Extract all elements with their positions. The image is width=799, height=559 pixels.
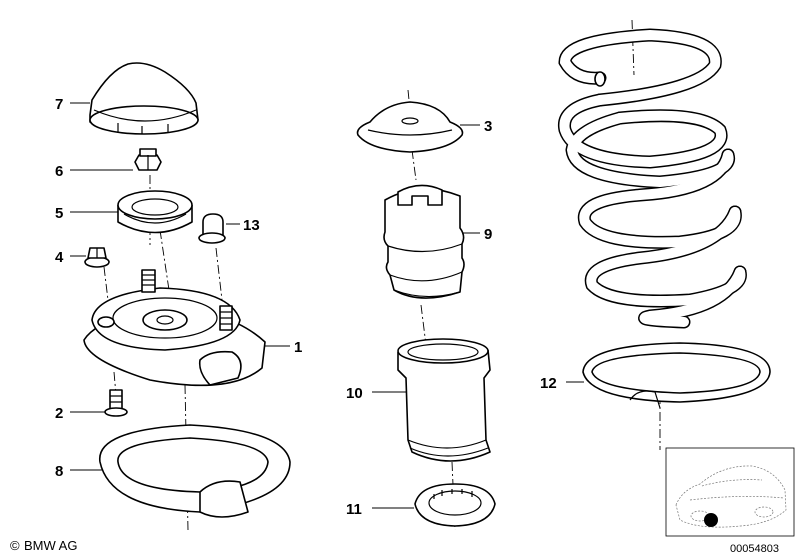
part-7-dust-cap xyxy=(89,62,199,135)
callout-11: 11 xyxy=(346,501,362,518)
part-4-nut xyxy=(84,247,110,268)
part-1-strut-mount xyxy=(83,269,266,387)
car-outline-icon xyxy=(675,465,787,528)
callout-7: 7 xyxy=(55,96,63,113)
callout-5: 5 xyxy=(55,205,63,222)
callout-13: 13 xyxy=(243,217,260,234)
callout-3: 3 xyxy=(484,118,492,135)
part-2-bolt xyxy=(104,389,128,417)
copyright-text: BMW AG xyxy=(24,538,77,553)
part-12-coil-spring xyxy=(557,28,747,329)
part-10-protective-tube xyxy=(397,338,491,462)
leader-lines xyxy=(70,102,584,509)
vehicle-locator-thumbnail xyxy=(665,447,795,537)
location-marker-icon xyxy=(704,513,718,527)
part-6-nut xyxy=(134,148,162,171)
reference-number: 00054803 xyxy=(730,543,779,555)
part-3-washer xyxy=(356,101,464,153)
callout-8: 8 xyxy=(55,463,63,480)
copyright: © BMW AG xyxy=(10,538,77,553)
part-11-ring xyxy=(414,483,496,527)
part-5-bearing xyxy=(117,190,193,234)
part-8-spring-pad xyxy=(99,424,291,518)
callout-10: 10 xyxy=(346,385,363,402)
callout-6: 6 xyxy=(55,163,63,180)
callout-4: 4 xyxy=(55,249,64,266)
part-12-spring-seat xyxy=(582,342,771,409)
part-13-cap xyxy=(198,213,226,244)
part-9-bump-stop xyxy=(383,184,465,299)
callout-9: 9 xyxy=(484,226,492,243)
copyright-symbol: © xyxy=(10,538,20,553)
callout-2: 2 xyxy=(55,405,63,422)
callouts: 7 6 5 4 2 8 1 13 3 9 10 11 12 xyxy=(55,96,557,518)
callout-12: 12 xyxy=(540,375,557,392)
callout-1: 1 xyxy=(294,339,302,356)
